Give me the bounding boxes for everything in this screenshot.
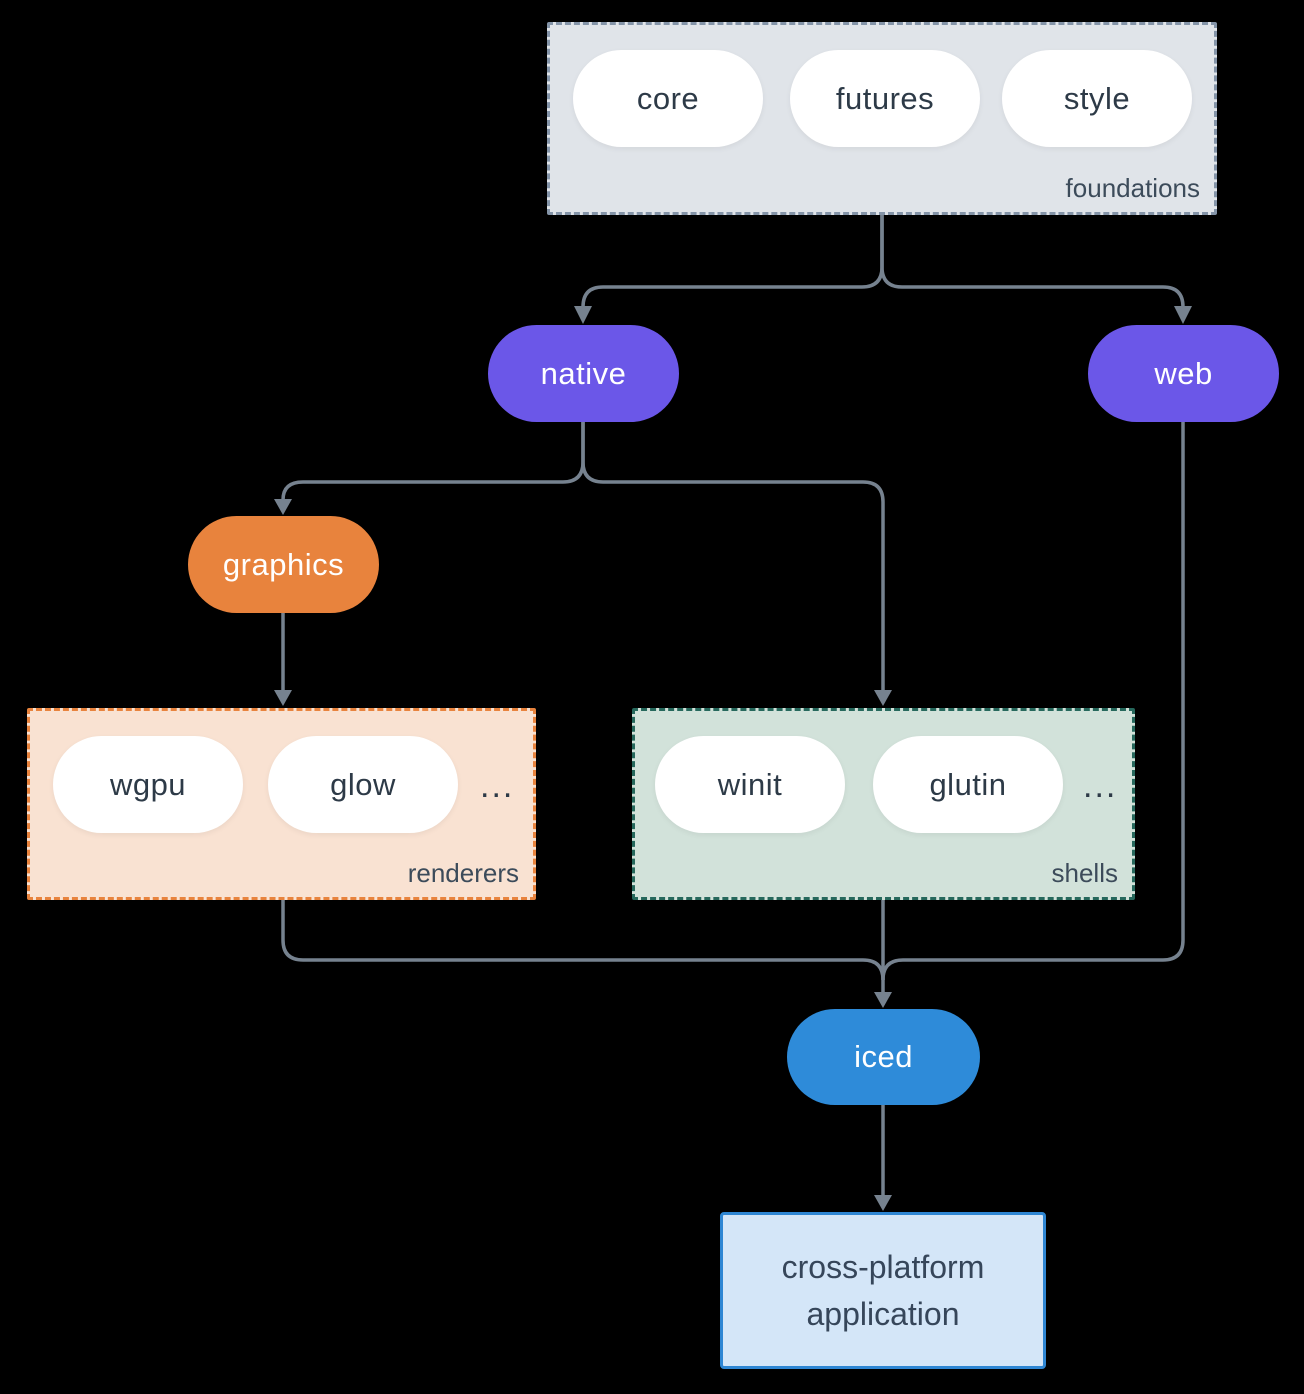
- group-shells: winit glutin ... shells: [632, 708, 1135, 900]
- edge-native-shells: [581, 422, 892, 706]
- renderers-ellipsis: ...: [480, 767, 515, 805]
- group-shells-label: shells: [1051, 858, 1118, 888]
- node-iced-label: iced: [854, 1039, 913, 1074]
- node-glutin-label: glutin: [929, 766, 1007, 802]
- shells-ellipsis: ...: [1083, 767, 1118, 805]
- node-glow: glow: [268, 736, 458, 833]
- node-graphics: graphics: [188, 516, 379, 613]
- node-glow-label: glow: [330, 766, 396, 802]
- node-style-label: style: [1063, 80, 1131, 116]
- node-futures-label: futures: [835, 80, 935, 116]
- node-core: core: [573, 50, 763, 147]
- node-futures: futures: [790, 50, 980, 147]
- application-label-line1: cross-platform: [781, 1248, 985, 1285]
- edge-foundations-native: [574, 215, 884, 324]
- node-core-label: core: [636, 80, 700, 116]
- node-glutin: glutin: [873, 736, 1063, 833]
- node-wgpu-label: wgpu: [109, 766, 187, 802]
- edge-renderers-merge: [281, 900, 885, 981]
- node-native: native: [488, 325, 679, 422]
- group-renderers-label: renderers: [407, 858, 519, 888]
- node-style: style: [1002, 50, 1192, 147]
- node-web: web: [1088, 325, 1279, 422]
- edge-web-merge: [881, 422, 1185, 981]
- node-winit: winit: [655, 736, 845, 833]
- group-renderers: wgpu glow ... renderers: [27, 708, 536, 900]
- application-label-line2: application: [806, 1295, 960, 1332]
- node-wgpu: wgpu: [53, 736, 243, 833]
- group-foundations: core futures style foundations: [547, 22, 1217, 215]
- group-foundations-label: foundations: [1065, 173, 1200, 203]
- node-graphics-label: graphics: [222, 546, 345, 582]
- node-iced: iced: [787, 1009, 980, 1105]
- edge-foundations-web: [880, 215, 1192, 324]
- edge-graphics-renderers: [274, 613, 292, 706]
- node-web-label: web: [1154, 355, 1213, 391]
- node-cross-platform-application: cross-platform application: [720, 1212, 1046, 1369]
- node-winit-label: winit: [717, 766, 783, 802]
- edge-shells-iced: [874, 900, 892, 1008]
- node-native-label: native: [540, 355, 627, 391]
- edge-native-graphics: [274, 422, 585, 515]
- edge-iced-application: [874, 1105, 892, 1211]
